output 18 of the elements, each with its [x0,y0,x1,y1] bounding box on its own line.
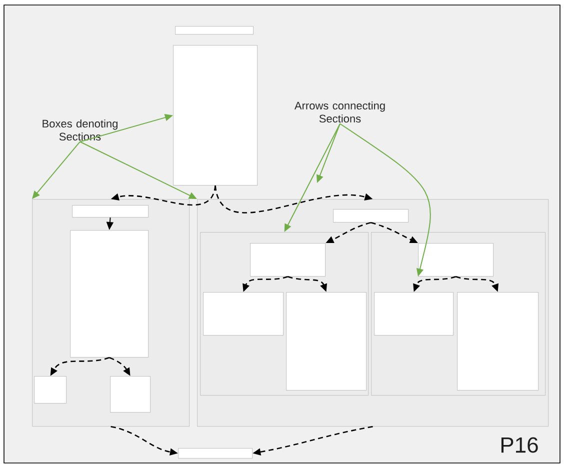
notebook-cell [175,26,254,35]
plot-card [110,376,151,413]
plot-card [457,292,539,391]
notebook-cell [418,243,494,277]
annotation-arrow [32,141,80,199]
notebook-cell [250,243,326,277]
plot-card [34,376,67,404]
notebook-cell [72,205,149,218]
plot-card [286,292,367,391]
plot-card [374,292,454,336]
annotation-text: Arrows connecting Sections [294,101,385,123]
notebook-cell [178,448,253,459]
notebook-cell [333,209,409,223]
annotation-text: Boxes denoting Sections [42,119,118,141]
notebook-card [70,230,149,358]
notebook-card [173,45,258,186]
plot-card [203,292,284,336]
page-number: P16 [501,437,538,453]
